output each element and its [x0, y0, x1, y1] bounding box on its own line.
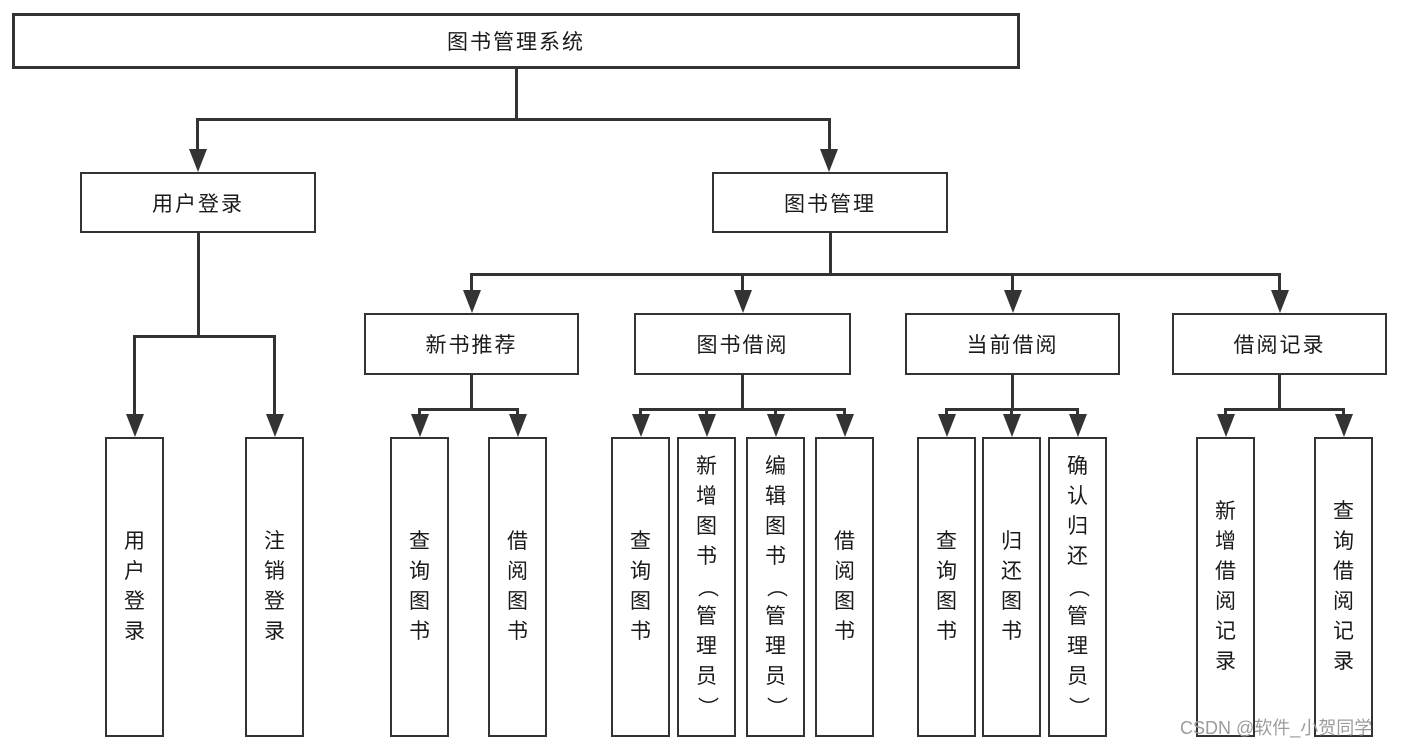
connector [514, 68, 518, 118]
connector [741, 273, 744, 293]
arrow-down-icon [508, 414, 527, 437]
arrow-down-icon [631, 414, 650, 437]
arrow-down-icon [1334, 414, 1353, 437]
node-book-management: 图书管理 [712, 172, 948, 233]
connector [470, 273, 1281, 276]
node-book-borrow: 图书借阅 [634, 313, 851, 375]
leaf-add-borrow-record: 新增借阅记录 [1196, 437, 1255, 737]
connector [1278, 273, 1281, 293]
connector [196, 233, 200, 335]
connector [470, 375, 473, 408]
arrow-down-icon [766, 414, 785, 437]
arrow-down-icon [462, 290, 481, 313]
leaf-borrow-query-books: 查询图书 [611, 437, 670, 737]
connector [470, 273, 473, 293]
connector [418, 408, 421, 416]
connector [1076, 408, 1079, 416]
leaf-recommend-borrow-books: 借阅图书 [488, 437, 547, 737]
connector [196, 118, 199, 152]
connector [774, 408, 777, 416]
connector [516, 408, 519, 416]
arrow-down-icon [265, 414, 284, 437]
arrow-down-icon [835, 414, 854, 437]
leaf-query-borrow-record: 查询借阅记录 [1314, 437, 1373, 737]
node-new-book-recommend: 新书推荐 [364, 313, 579, 375]
connector [639, 408, 642, 416]
connector [828, 233, 832, 273]
node-borrow-records: 借阅记录 [1172, 313, 1387, 375]
connector [1010, 408, 1013, 416]
connector [1011, 273, 1014, 293]
csdn-watermark: CSDN @软件_小贺同学 [1180, 718, 1373, 738]
arrow-down-icon [697, 414, 716, 437]
arrow-down-icon [188, 149, 207, 172]
arrow-down-icon [410, 414, 429, 437]
connector [1224, 408, 1345, 411]
arrow-down-icon [937, 414, 956, 437]
arrow-down-icon [1270, 290, 1289, 313]
node-root: 图书管理系统 [12, 13, 1020, 69]
connector [196, 118, 831, 121]
connector [741, 375, 744, 408]
connector [1224, 408, 1227, 416]
node-user-login: 用户登录 [80, 172, 316, 233]
arrow-down-icon [820, 149, 838, 172]
arrow-down-icon [125, 414, 144, 437]
arrow-down-icon [733, 290, 752, 313]
arrow-down-icon [1216, 414, 1235, 437]
connector [133, 335, 136, 415]
leaf-borrow-books: 借阅图书 [815, 437, 874, 737]
connector [1342, 408, 1345, 416]
leaf-recommend-query-books: 查询图书 [390, 437, 449, 737]
arrow-down-icon [1068, 414, 1087, 437]
connector [843, 408, 846, 416]
connector [1278, 375, 1281, 408]
connector [133, 335, 276, 338]
leaf-edit-books-admin: 编辑图书（管理员） [746, 437, 805, 737]
connector [827, 118, 831, 152]
leaf-confirm-return-admin: 确认归还（管理员） [1048, 437, 1107, 737]
arrow-down-icon [1003, 290, 1022, 313]
connector [273, 335, 276, 415]
connector [945, 408, 948, 416]
connector [705, 408, 708, 416]
arrow-down-icon [1002, 414, 1021, 437]
leaf-current-query-books: 查询图书 [917, 437, 976, 737]
leaf-user-login: 用户登录 [105, 437, 164, 737]
leaf-add-books-admin: 新增图书（管理员） [677, 437, 736, 737]
leaf-logout: 注销登录 [245, 437, 304, 737]
node-current-borrow: 当前借阅 [905, 313, 1120, 375]
leaf-return-books: 归还图书 [982, 437, 1041, 737]
connector [1011, 375, 1014, 408]
connector [418, 408, 519, 411]
connector [639, 408, 846, 411]
